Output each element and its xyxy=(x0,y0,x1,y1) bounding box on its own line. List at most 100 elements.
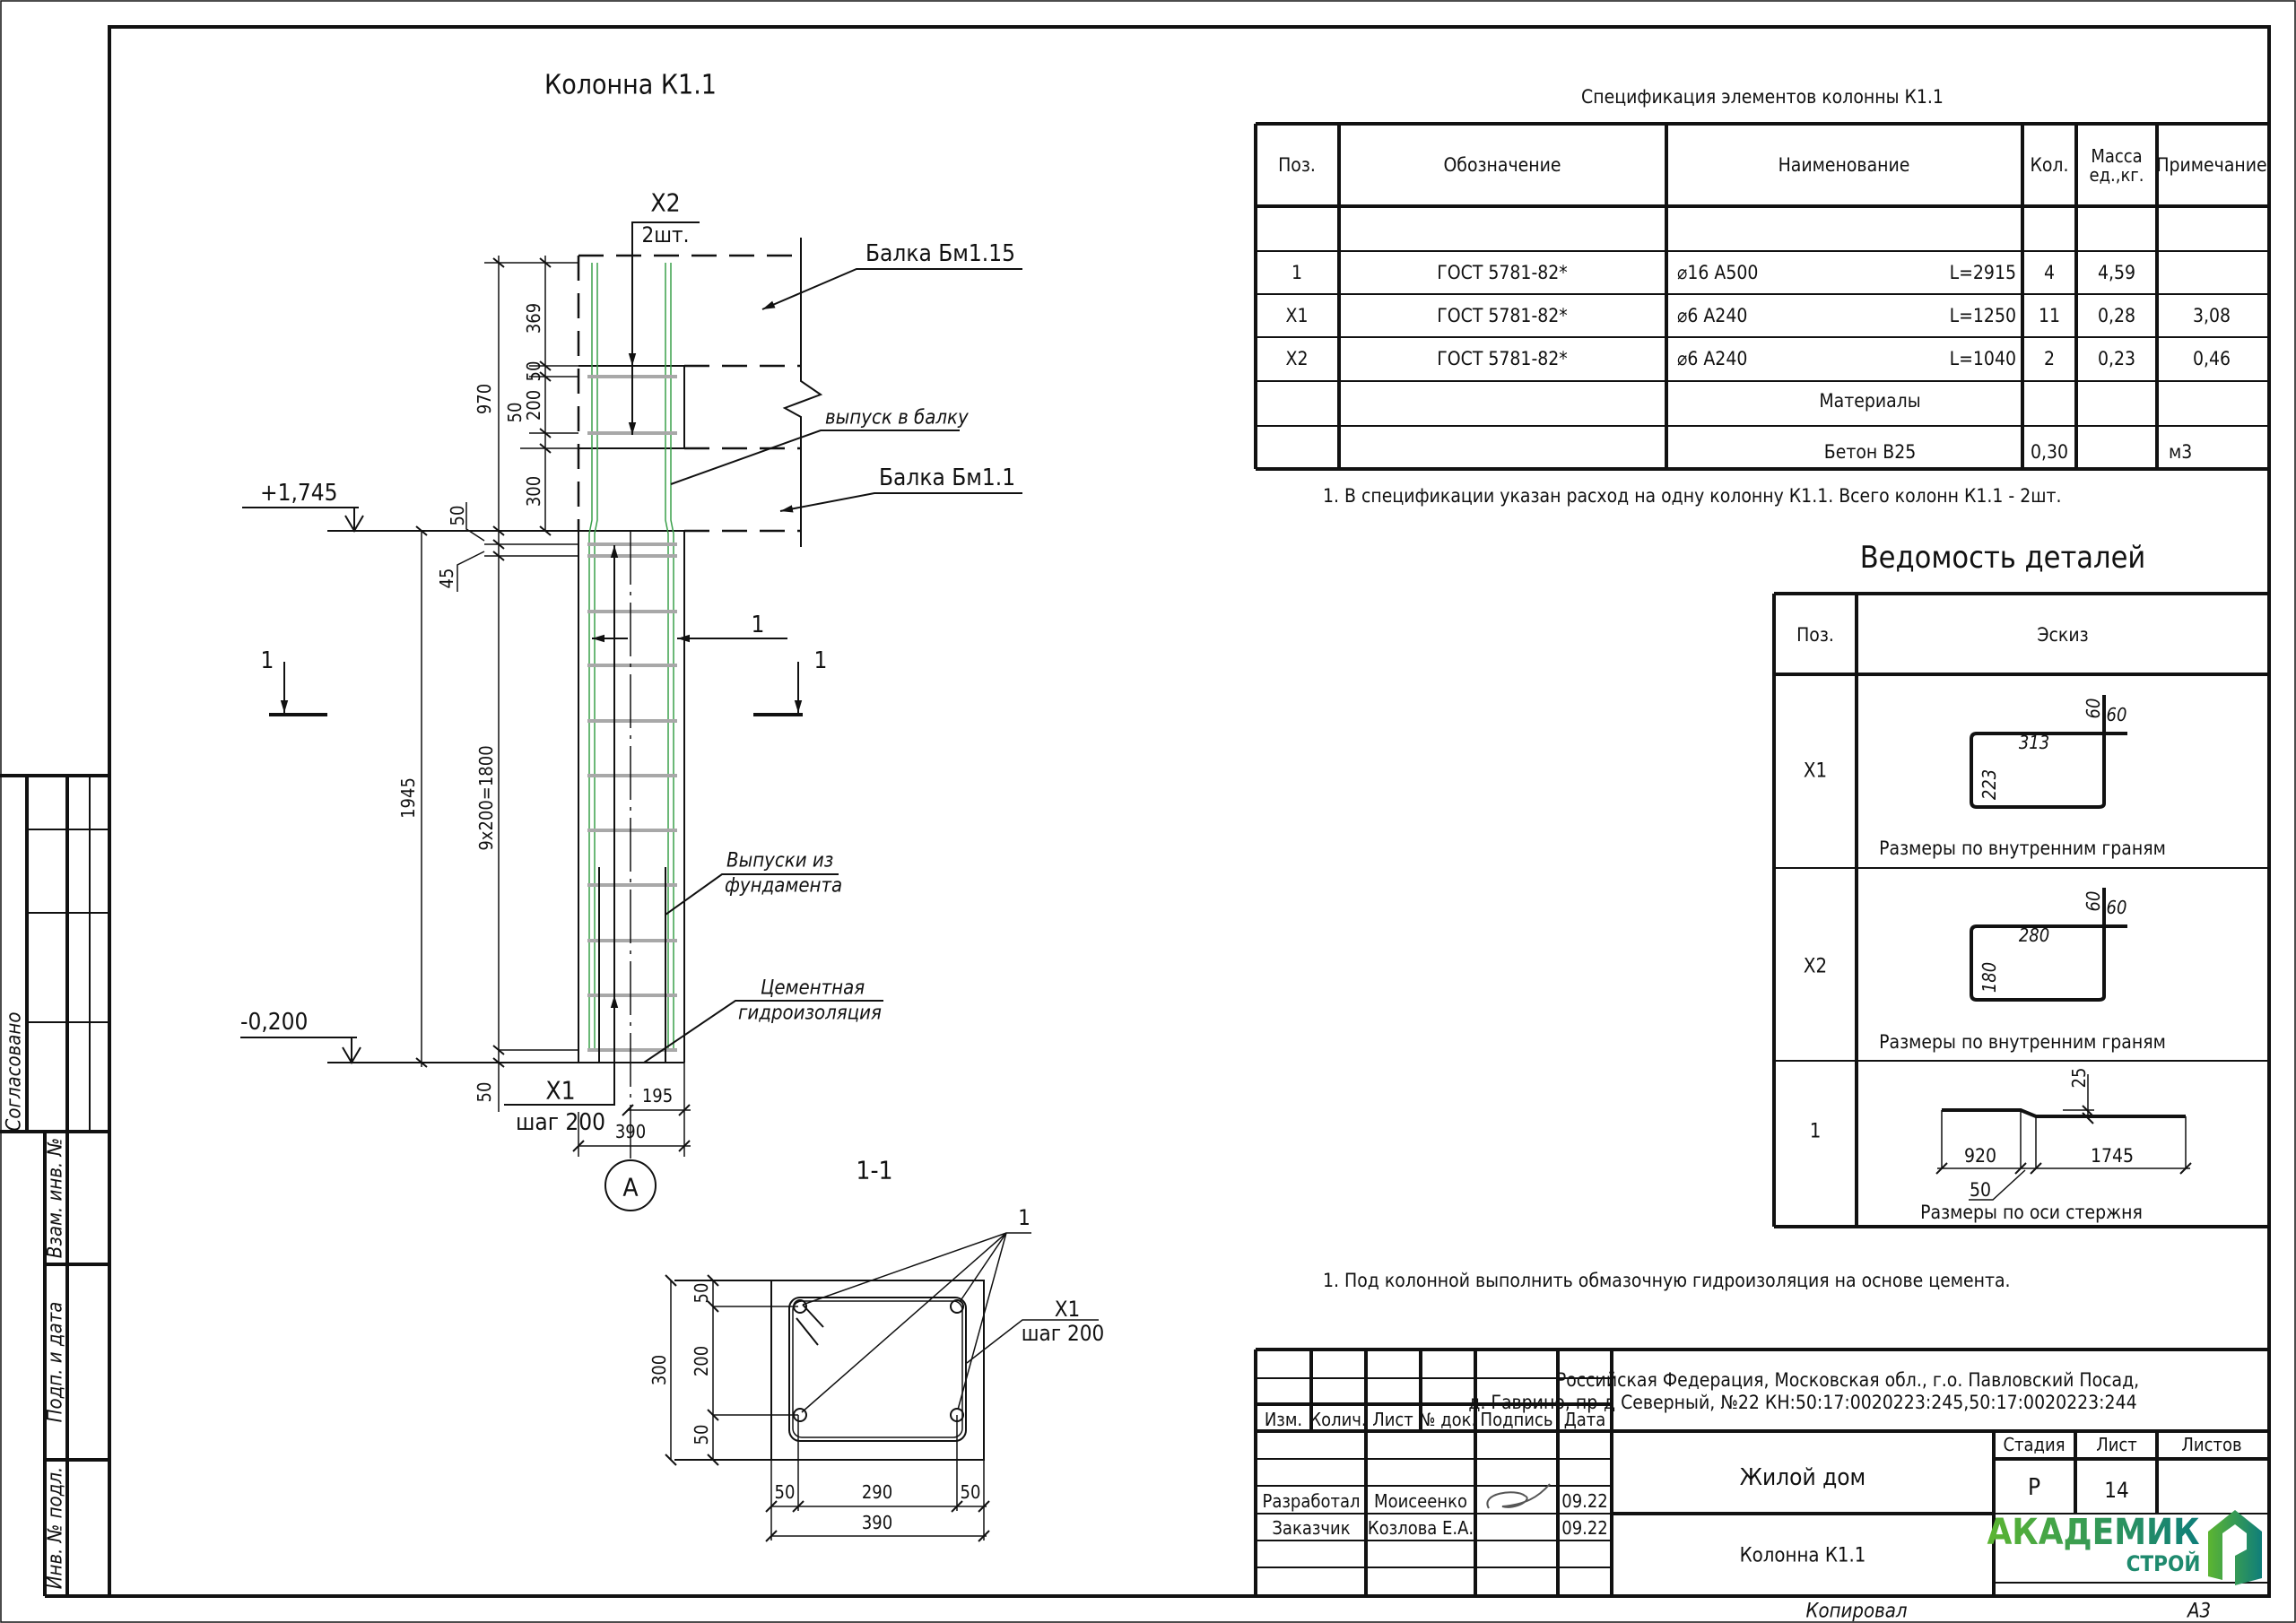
signature xyxy=(1486,1483,1551,1509)
copied-label: Копировал xyxy=(1805,1601,1907,1623)
details-x2-width: 280 xyxy=(2019,924,2049,946)
drawing-frame xyxy=(108,25,2271,1598)
title-block-headers-kol: Колич. xyxy=(1309,1409,1366,1430)
x1-label: Х1 xyxy=(545,1076,575,1106)
customer-date: 09.22 xyxy=(1561,1517,1608,1539)
dim-1945: 1945 xyxy=(397,777,419,819)
spec-rows-1-length: L=1250 xyxy=(1950,305,2016,326)
header-note: Примечание xyxy=(2156,154,2266,176)
outlets-foundation-label-1: Выпуски из xyxy=(726,850,833,872)
beam-top-label: Балка Бм1.15 xyxy=(865,240,1015,267)
x1-step: шаг 200 xyxy=(516,1109,605,1136)
dim-45: 45 xyxy=(436,568,457,589)
table-row: Бетон В25 0,30 м3 xyxy=(1824,441,2193,463)
dim-300: 300 xyxy=(523,476,544,507)
customer-name: Козлова Е.А. xyxy=(1368,1517,1474,1539)
header-mass: Масса xyxy=(2091,145,2142,167)
stirrup-x1-sketch xyxy=(1970,695,2127,809)
spec-rows-0-name: ⌀16 А500 xyxy=(1677,262,1758,283)
dim-50: 50 xyxy=(961,1481,981,1503)
table-row: Х2 ГОСТ 5781-82* ⌀6 А240 L=1040 2 0,23 0… xyxy=(1286,348,2231,369)
header-mass-unit: ед.,кг. xyxy=(2090,164,2144,186)
materials-label: Материалы xyxy=(1819,390,1920,412)
spec-concrete-qty: 0,30 xyxy=(2031,441,2068,463)
dim-50: 50 xyxy=(447,506,468,526)
customer-label: Заказчик xyxy=(1272,1517,1350,1539)
title-block-logo-sub: СТРОЙ xyxy=(2126,1550,2201,1576)
title-block-headers-sign: Подпись xyxy=(1481,1409,1553,1430)
detail-pos-x2: Х2 xyxy=(1804,956,1827,978)
developed-name: Моисеенко xyxy=(1374,1490,1467,1512)
section-bar-label: 1 xyxy=(1018,1205,1031,1230)
outlets-foundation-label-2: фундамента xyxy=(725,875,842,898)
details-title: Ведомость деталей xyxy=(1860,540,2146,576)
axis-label: А xyxy=(622,1173,639,1202)
spec-rows-0-designation: ГОСТ 5781-82* xyxy=(1437,262,1568,283)
spec-rows-2-note: 0,46 xyxy=(2193,348,2231,369)
outlet-beam-label: выпуск в балку xyxy=(825,407,969,430)
title-block: Изм. Колич. Лист № док. Подпись Дата Раз… xyxy=(1254,1348,2267,1596)
detail-caption: Размеры по внутренним граням xyxy=(1879,1031,2166,1053)
dim-200: 200 xyxy=(523,390,544,421)
spec-rows-2-qty: 2 xyxy=(2044,348,2055,369)
x2-label: Х2 xyxy=(650,188,680,218)
dim-50: 50 xyxy=(504,403,526,423)
header-sketch: Эскиз xyxy=(2037,624,2088,646)
note-waterproofing: 1. Под колонной выполнить обмазочную гид… xyxy=(1323,1270,2011,1291)
agreed-label: Согласовано xyxy=(4,1012,26,1132)
header-qty: Кол. xyxy=(2030,154,2068,176)
spec-rows-1-note: 3,08 xyxy=(2193,305,2231,326)
detail-pos-x1: Х1 xyxy=(1804,760,1827,783)
company-logo: АКАДЕМИК СТРОЙ xyxy=(1987,1510,2262,1585)
header-pos: Поз. xyxy=(1278,154,1316,176)
spec-footnote: 1. В спецификации указан расход на одну … xyxy=(1323,485,2062,507)
dim-195: 195 xyxy=(642,1085,673,1107)
section-mark-right: 1 xyxy=(814,647,828,674)
spec-concrete-name: Бетон В25 xyxy=(1824,441,1917,463)
spec-rows-1-mass: 0,28 xyxy=(2098,305,2135,326)
details-bar1-right: 1745 xyxy=(2091,1145,2134,1167)
spec-rows-2-name: ⌀6 А240 xyxy=(1677,348,1747,369)
section-stirrup-label: Х1 xyxy=(1055,1297,1081,1322)
sheet-title: Колонна К1.1 xyxy=(1740,1545,1866,1567)
dim-50: 50 xyxy=(474,1082,495,1103)
title-block-headers-ndok: № док. xyxy=(1419,1409,1476,1430)
level-top: +1,745 xyxy=(260,480,338,507)
dim-50: 50 xyxy=(691,1283,712,1304)
title-block-sheets-label: Листов xyxy=(2181,1434,2241,1455)
details-x2-hook-a: 60 xyxy=(2083,891,2104,912)
dim-50: 50 xyxy=(691,1425,712,1445)
sheet-number: 14 xyxy=(2104,1478,2128,1503)
detail-pos-1: 1 xyxy=(1810,1121,1822,1143)
table-row: Х1 ГОСТ 5781-82* ⌀6 А240 L=1250 11 0,28 … xyxy=(1286,305,2231,326)
details-table: Ведомость деталей Поз. Эскиз Х1 60 60 31… xyxy=(1772,540,2267,1228)
details-x2-hook-b: 60 xyxy=(2107,897,2127,918)
title-block-headers-date: Дата xyxy=(1564,1409,1606,1430)
house-icon xyxy=(2208,1510,2262,1585)
dim-290: 290 xyxy=(862,1481,892,1503)
details-bar1-bend: 25 xyxy=(2068,1068,2090,1089)
spec-rows-1-qty: 11 xyxy=(2039,305,2060,326)
project-name: Жилой дом xyxy=(1740,1464,1866,1491)
sign-date-label: Подп. и дата xyxy=(45,1302,67,1423)
details-x1-hook-b: 60 xyxy=(2107,704,2127,725)
section-1-1: 1-1 1 Х1 шаг 200 300 50 200 50 50 290 50… xyxy=(648,1156,1104,1542)
header-designation: Обозначение xyxy=(1443,154,1561,176)
address-line-2: д. Гаврино, пр-д Северный, №22 КН:50:17:… xyxy=(1468,1392,2136,1413)
dim-50: 50 xyxy=(523,361,544,382)
dim-970: 970 xyxy=(474,384,495,414)
developed-label: Разработал xyxy=(1262,1490,1360,1512)
replace-inv-label: Взам. инв. № xyxy=(45,1138,67,1258)
level-bottom: -0,200 xyxy=(240,1009,308,1036)
format-label: А3 xyxy=(2186,1601,2211,1623)
spec-rows-1-designation: ГОСТ 5781-82* xyxy=(1437,305,1568,326)
spec-rows-2-designation: ГОСТ 5781-82* xyxy=(1437,348,1568,369)
table-row: 1 ГОСТ 5781-82* ⌀16 А500 L=2915 4 4,59 xyxy=(1292,262,2135,283)
header-name: Наименование xyxy=(1779,154,1910,176)
title-block-headers-list: Лист xyxy=(1372,1409,1413,1430)
detail-caption: Размеры по оси стержня xyxy=(1920,1202,2143,1223)
header-pos: Поз. xyxy=(1796,624,1834,646)
developed-date: 09.22 xyxy=(1561,1490,1608,1512)
section-arrow-label: 1 xyxy=(752,612,765,638)
